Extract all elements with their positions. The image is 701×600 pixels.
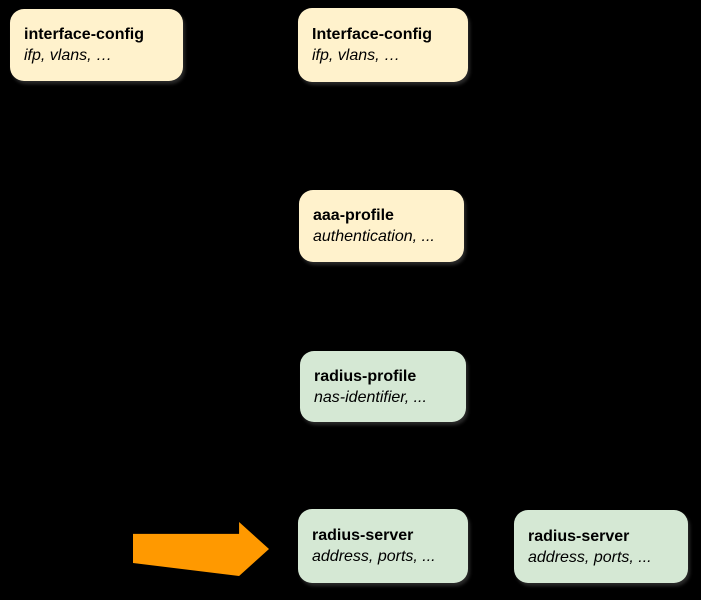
node-title: Interface-config bbox=[312, 26, 433, 43]
node-title: radius-profile bbox=[314, 367, 417, 385]
node-subtitle: ifp, vlans, … bbox=[312, 47, 401, 64]
node-subtitle: address, ports, ... bbox=[528, 548, 652, 566]
highlight-arrow-icon bbox=[133, 522, 269, 576]
node-interface-config-mid: Interface-config ifp, vlans, … bbox=[298, 8, 468, 82]
node-title: radius-server bbox=[528, 527, 630, 545]
node-subtitle: nas-identifier, ... bbox=[314, 388, 427, 406]
node-interface-config-left: interface-config ifp, vlans, … bbox=[10, 9, 183, 81]
node-title: aaa-profile bbox=[313, 207, 394, 224]
node-radius-server-mid: radius-server address, ports, ... bbox=[298, 509, 468, 583]
node-aaa-profile: aaa-profile authentication, ... bbox=[299, 190, 464, 262]
node-title: interface-config bbox=[24, 26, 145, 43]
node-subtitle: authentication, ... bbox=[313, 228, 435, 245]
node-radius-server-right: radius-server address, ports, ... bbox=[514, 510, 688, 583]
node-subtitle: address, ports, ... bbox=[312, 548, 436, 565]
node-radius-profile: radius-profile nas-identifier, ... bbox=[300, 351, 466, 422]
node-subtitle: ifp, vlans, … bbox=[24, 47, 113, 64]
node-title: radius-server bbox=[312, 527, 414, 544]
